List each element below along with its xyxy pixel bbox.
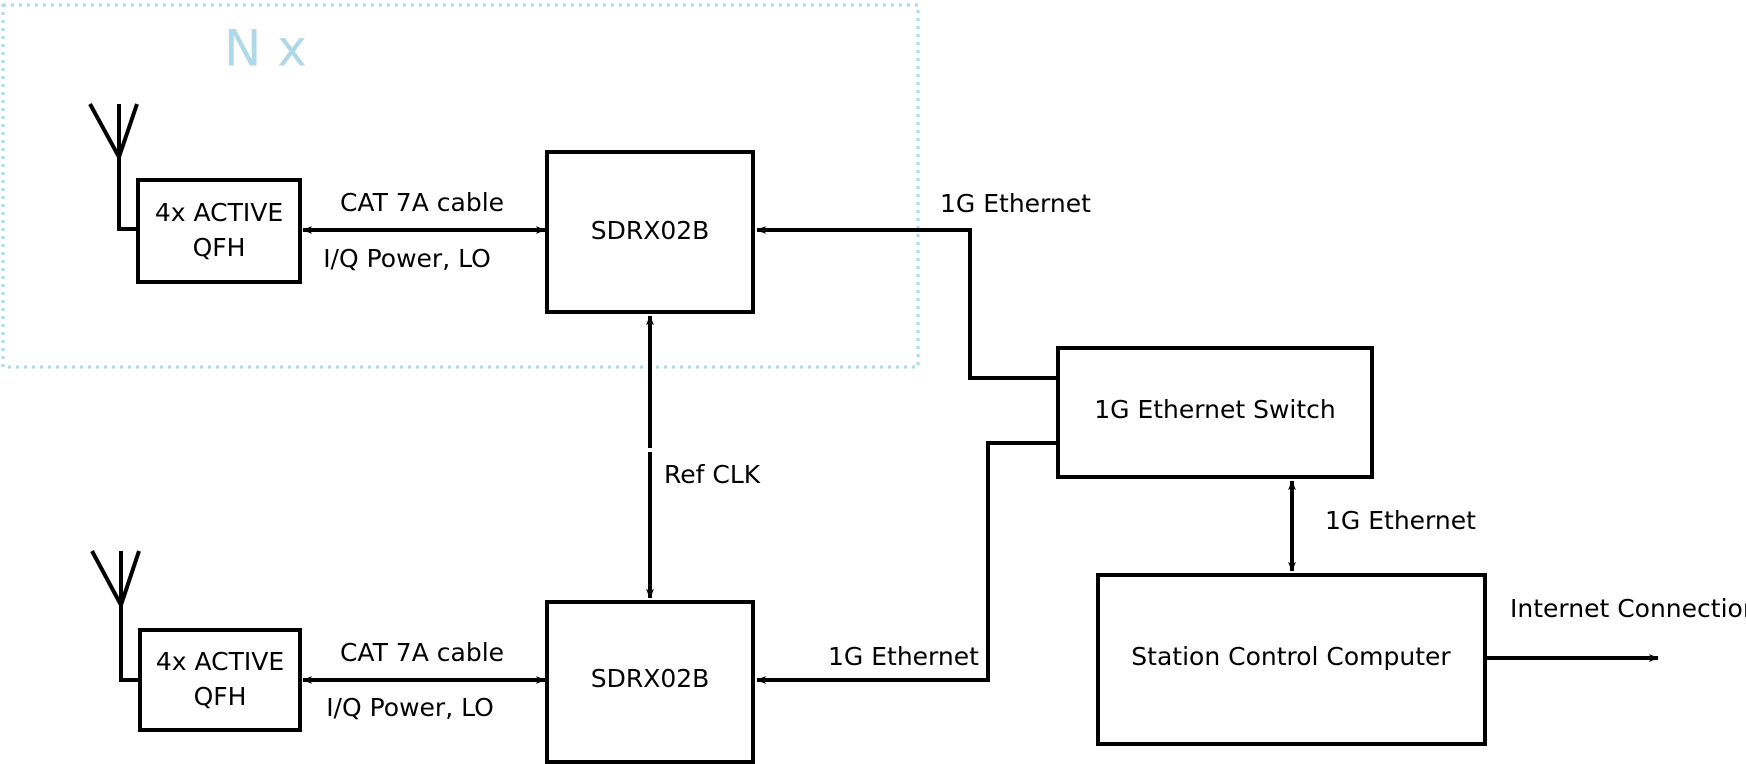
block-qfh-bottom-label-line1: 4x ACTIVE	[156, 647, 284, 676]
link-refclk-label: Ref CLK	[664, 460, 761, 489]
block-ethernet-switch[interactable]	[1056, 346, 1374, 479]
antenna-icon-bottom	[90, 550, 141, 682]
link-switch-sdr-top-label: 1G Ethernet	[940, 189, 1091, 218]
link-qfh-sdr-top-label-upper: CAT 7A cable	[340, 188, 504, 217]
link-qfh-sdr-top-label-lower: I/Q Power, LO	[323, 244, 491, 273]
link-switch-sdr-bottom	[756, 441, 1056, 684]
block-qfh-top[interactable]	[136, 178, 302, 284]
link-internet-connection-label: Internet Connection	[1510, 594, 1746, 623]
link-qfh-sdr-bottom-label-lower: I/Q Power, LO	[326, 693, 494, 722]
block-qfh-bottom-label-line2: QFH	[194, 682, 247, 711]
block-qfh-top-label-line1: 4x ACTIVE	[155, 198, 283, 227]
block-qfh-bottom[interactable]	[138, 628, 302, 732]
block-qfh-top-label-line2: QFH	[193, 233, 246, 262]
nx-group-label: N x	[224, 20, 307, 78]
block-sdrx02b-bottom-label: SDRX02B	[591, 664, 710, 693]
block-station-control-computer[interactable]	[1096, 573, 1487, 746]
nx-group-region	[1, 3, 920, 369]
block-station-control-computer-label: Station Control Computer	[1131, 642, 1451, 671]
block-sdrx02b-top[interactable]	[545, 150, 755, 314]
link-qfh-sdr-bottom-label-upper: CAT 7A cable	[340, 638, 504, 667]
block-ethernet-switch-label: 1G Ethernet Switch	[1094, 395, 1336, 424]
link-switch-sdr-top	[756, 226, 1056, 380]
block-sdrx02b-top-label: SDRX02B	[591, 216, 710, 245]
antenna-icon-top	[88, 103, 139, 231]
link-switch-sdr-bottom-label: 1G Ethernet	[828, 642, 979, 671]
block-sdrx02b-bottom[interactable]	[545, 600, 755, 764]
link-switch-computer-label: 1G Ethernet	[1325, 506, 1476, 535]
